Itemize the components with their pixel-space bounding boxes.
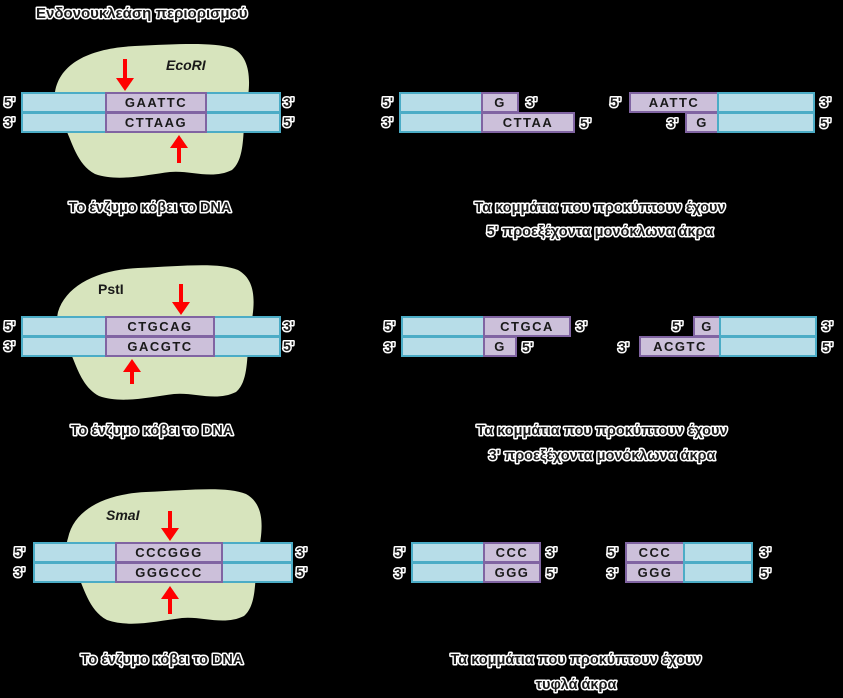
end-label: 5'	[760, 565, 771, 581]
end-label: 5'	[4, 318, 15, 334]
fragment-top-sequence: G	[701, 319, 713, 334]
panel-ecori: GAATTC CTTAAG 5' 3' 3' 5' EcoRI Το ένζυμ…	[3, 44, 833, 242]
fragment-bottom-sequence: ACGTC	[653, 339, 707, 354]
end-label: 3'	[394, 565, 405, 581]
cut-arrow-top	[161, 511, 179, 541]
end-label: 5'	[283, 114, 294, 130]
fragment-right: AATTC G 5' 3' 3' 5'	[609, 92, 833, 133]
fragment-top-sequence: CCC	[496, 545, 529, 560]
site-top-sequence: CCCGGG	[135, 545, 203, 560]
end-label: 5'	[394, 544, 405, 560]
end-label: 5'	[522, 339, 533, 355]
enzyme-name: SmaI	[106, 507, 141, 523]
fragment-top-sequence: G	[494, 95, 506, 110]
end-label: 3'	[382, 114, 393, 130]
cut-arrow-bottom	[123, 359, 141, 384]
end-label: 5'	[822, 339, 833, 355]
page-title: Ενδονουκλεάση περιορισμού	[36, 5, 248, 22]
end-label: 5'	[4, 94, 15, 110]
result-caption-line2: 5' προεξέχοντα μονόκλωνα άκρα	[487, 224, 714, 240]
fragment-bottom-sequence: CTTAA	[503, 115, 554, 130]
end-label: 5'	[672, 318, 683, 334]
cut-caption: Το ένζυμο κόβει το DNA	[71, 423, 234, 439]
end-label: 3'	[760, 544, 771, 560]
result-caption-line1: Τα κομμάτια που προκύπτουν έχουν	[474, 200, 725, 216]
end-label: 3'	[576, 318, 587, 334]
cut-arrow-bottom	[170, 135, 188, 163]
site-bottom-sequence: GGGCCC	[135, 565, 203, 580]
enzyme-name: PstI	[98, 281, 124, 297]
end-label: 3'	[820, 94, 831, 110]
end-label: 3'	[283, 318, 294, 334]
recognition-site-bottom	[115, 562, 223, 583]
end-label: 3'	[618, 339, 629, 355]
fragment-top-sequence: CTGCA	[500, 319, 554, 334]
end-label: 3'	[14, 564, 25, 580]
site-bottom-sequence: CTTAAG	[125, 115, 187, 130]
fragment-bottom-sequence: GGG	[638, 565, 673, 580]
end-label: 3'	[4, 338, 15, 354]
end-label: 5'	[546, 565, 557, 581]
cut-arrow-top	[172, 284, 190, 315]
end-label: 3'	[546, 544, 557, 560]
panel-smai: CCCGGG GGGCCC 5' 3' 3' 5' SmaI Το ένζυμο…	[13, 489, 773, 695]
fragment-left: CCC GGG 5' 3' 3' 5'	[393, 542, 559, 583]
panel-psti: CTGCAG GACGTC 5' 3' 3' 5' PstI Το ένζυμο…	[3, 265, 835, 466]
fragment-top-sequence: CCC	[639, 545, 672, 560]
fragment-bottom-sequence: GGG	[495, 565, 530, 580]
end-label: 3'	[526, 94, 537, 110]
end-label: 5'	[14, 544, 25, 560]
cut-arrow-top	[116, 59, 134, 91]
cut-arrow-bottom	[161, 586, 179, 614]
site-top-sequence: CTGCAG	[127, 319, 192, 334]
end-label: 3'	[822, 318, 833, 334]
recognition-site-bottom	[105, 336, 215, 357]
enzyme-name: EcoRI	[166, 57, 207, 73]
site-top-sequence: GAATTC	[125, 95, 187, 110]
end-label: 5'	[382, 94, 393, 110]
end-label: 5'	[384, 318, 395, 334]
result-caption-line1: Τα κομμάτια που προκύπτουν έχουν	[450, 652, 701, 668]
site-bottom-sequence: GACGTC	[127, 339, 192, 354]
fragment-top-sequence: AATTC	[649, 95, 700, 110]
fragment-right: CCC GGG 5' 3' 3' 5'	[606, 542, 773, 583]
end-label: 3'	[384, 339, 395, 355]
cut-caption: Το ένζυμο κόβει το DNA	[81, 652, 244, 668]
end-label: 3'	[607, 565, 618, 581]
end-label: 5'	[820, 115, 831, 131]
end-label: 5'	[283, 338, 294, 354]
cut-caption: Το ένζυμο κόβει το DNA	[69, 200, 232, 216]
fragment-left: G CTTAA 5' 3' 3' 5'	[381, 92, 593, 133]
end-label: 3'	[4, 114, 15, 130]
fragment-left: CTGCA G 5' 3' 3' 5'	[383, 316, 589, 357]
fragment-right: G ACGTC 5' 3' 3' 5'	[617, 316, 835, 357]
end-label: 3'	[283, 94, 294, 110]
result-caption-line1: Τα κομμάτια που προκύπτουν έχουν	[476, 423, 727, 439]
end-label: 5'	[610, 94, 621, 110]
recognition-site-bottom	[105, 112, 207, 133]
result-caption-line2: 3' προεξέχοντα μονόκλωνα άκρα	[489, 448, 716, 464]
end-label: 5'	[580, 115, 591, 131]
end-label: 5'	[607, 544, 618, 560]
end-label: 3'	[667, 115, 678, 131]
end-label: 3'	[296, 544, 307, 560]
result-caption-line2: τυφλά άκρα	[536, 677, 617, 693]
fragment-bottom-sequence: G	[494, 339, 506, 354]
end-label: 5'	[296, 564, 307, 580]
fragment-bottom-sequence: G	[696, 115, 708, 130]
